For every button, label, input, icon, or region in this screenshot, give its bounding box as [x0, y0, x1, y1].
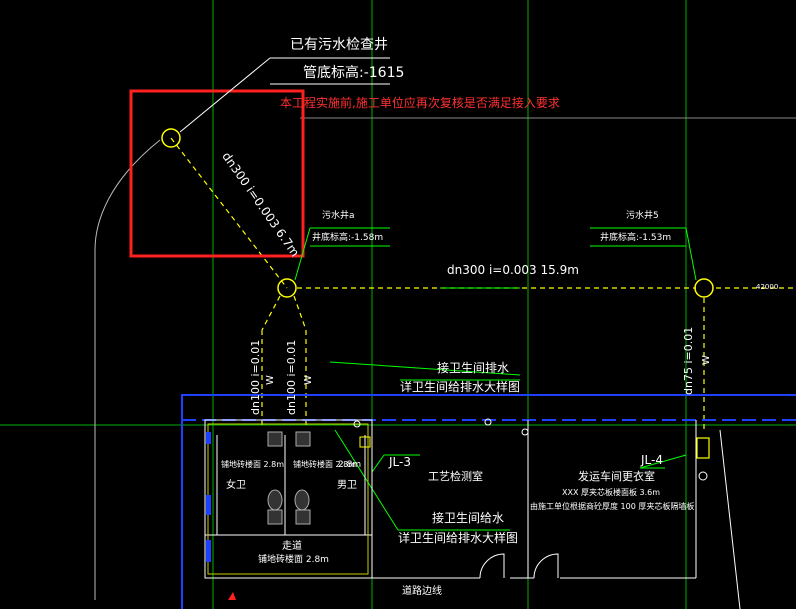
valve-3: [353, 420, 361, 428]
w-mark-1: W: [265, 375, 276, 385]
pipe-dn100-1: dn100 i=0.01: [249, 339, 262, 415]
connect-supply-detail: 详卫生间给排水大样图: [398, 531, 519, 545]
dimension-right: 42000: [756, 283, 779, 291]
pipe-bottom-elev: 管底标高:-1615: [303, 65, 405, 81]
leader-lines: [179, 57, 390, 133]
room-toilet-height: 2.8m: [338, 460, 362, 470]
w-mark-3: W: [701, 355, 712, 365]
jl-4-small: [698, 471, 708, 481]
toilet-fixtures: [267, 431, 311, 525]
manhole-a-name: 污水井a: [322, 211, 355, 221]
jl-4-label: JL-4: [641, 453, 663, 467]
red-marker: [228, 592, 236, 600]
room-process-test: 工艺检测室: [428, 470, 483, 483]
left-wall-segments: [206, 432, 211, 562]
room-female-label: 女卫: [226, 480, 246, 491]
green-leaders: [294, 227, 697, 531]
existing-manhole-label: 已有污水检查井: [290, 37, 388, 53]
room-female-note: 铺地砖楼面 2.8m: [221, 460, 285, 469]
road-edge-label: 道路边线: [402, 586, 442, 597]
boundary-curve: [94, 139, 161, 600]
manhole-5-name: 污水井5: [626, 211, 659, 221]
room-workshop-note2: 由施工单位根据商砼厚度 100 厚夹芯板隔墙板: [530, 502, 695, 511]
manhole-5[interactable]: [694, 278, 714, 298]
room-male-note: 铺地砖楼面 2.8m: [293, 460, 357, 469]
jl-3-label: JL-3: [389, 455, 411, 469]
pipe-dn300-main: dn300 i=0.003 15.9m: [447, 263, 579, 277]
red-warning-note: 本工程实施前,施工单位应再次复核是否满足接入要求: [280, 96, 560, 110]
jl-4-riser[interactable]: [696, 437, 710, 459]
highlight-box: [129, 89, 305, 258]
room-workshop-note1: XXX 厚夹芯板楼面板 3.6m: [562, 488, 661, 497]
pipe-dn75: dn75 i=0.01: [682, 326, 695, 395]
manhole-a-elev: 井底标高:-1.58m: [312, 233, 384, 243]
existing-manhole[interactable]: [161, 128, 181, 148]
room-outlines: [204, 419, 741, 609]
room-male-label: 男卫: [337, 480, 357, 491]
connect-drain-detail: 详卫生间给排水大样图: [400, 380, 521, 394]
w-mark-2: W: [303, 375, 314, 385]
manhole-a[interactable]: [277, 278, 297, 298]
room-workshop: 发运车间更衣室: [578, 470, 655, 483]
connect-supply-label: 接卫生间给水: [432, 511, 505, 525]
room-corridor-note: 铺地砖楼面 2.8m: [258, 555, 329, 565]
connect-drain-label: 接卫生间排水: [437, 361, 510, 375]
manhole-5-elev: 井底标高:-1.53m: [600, 233, 672, 243]
valve-2: [484, 418, 492, 426]
valve-1: [521, 428, 529, 436]
pipe-dn100-2: dn100 i=0.01: [285, 339, 298, 415]
jl-3-riser[interactable]: [359, 436, 371, 448]
room-corridor: 走道: [282, 541, 302, 552]
